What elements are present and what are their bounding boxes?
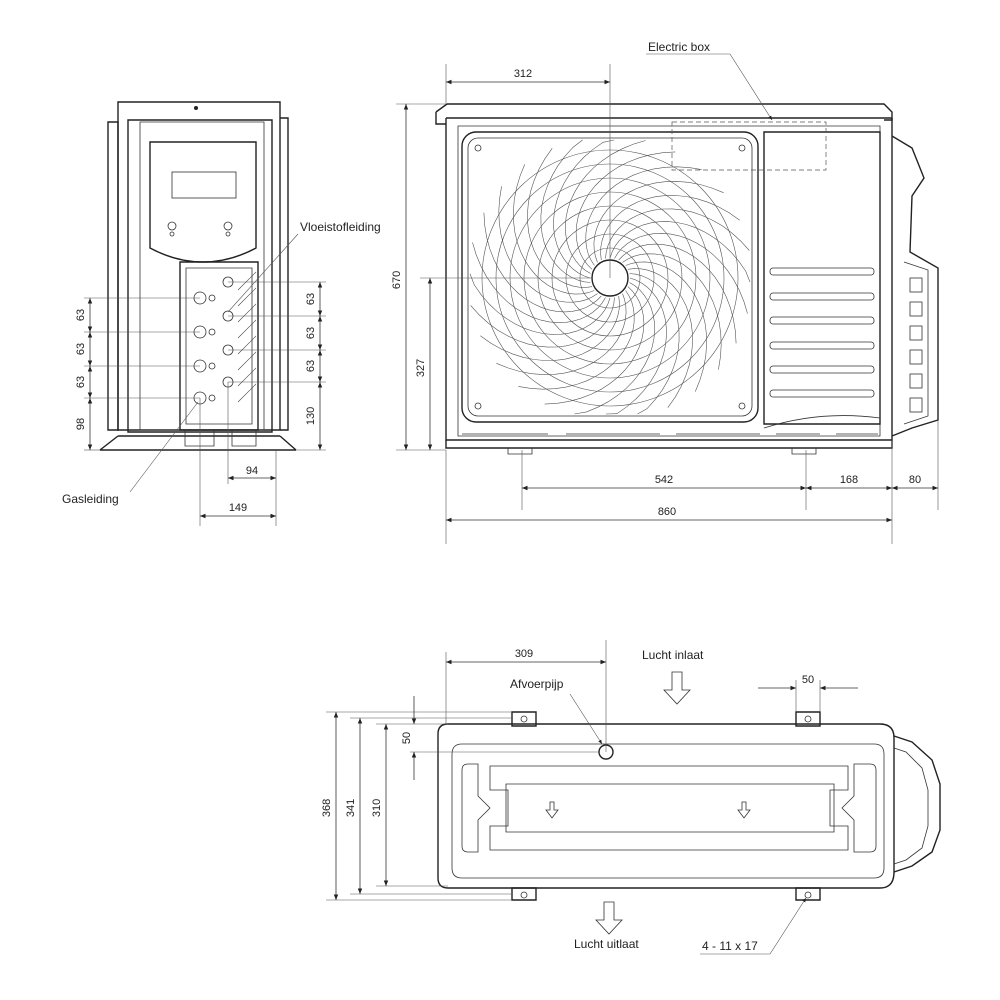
dim-368: 368 — [321, 799, 333, 817]
side-view: 63 63 63 98 63 63 63 130 — [62, 101, 381, 526]
mounting-feet — [511, 711, 821, 901]
label-afvoerpijp: Afvoerpijp — [510, 677, 564, 691]
dim-309: 309 — [515, 648, 533, 660]
dim-side-left-3: 63 — [75, 376, 87, 388]
side-bottom-dimensions: 94 149 — [199, 382, 277, 526]
label-lucht-inlaat: Lucht inlaat — [642, 648, 704, 662]
electric-box-outline — [671, 121, 827, 171]
dim-542: 542 — [655, 474, 673, 486]
label-lucht-uitlaat: Lucht uitlaat — [574, 937, 639, 951]
dim-80: 80 — [909, 474, 921, 486]
front-dimensions: 312 670 327 542 168 80 860 — [391, 64, 939, 544]
dim-side-149: 149 — [229, 502, 247, 514]
dim-327: 327 — [415, 359, 427, 377]
label-vloeistofleiding: Vloeistofleiding — [300, 220, 381, 234]
dim-side-left-4: 98 — [75, 418, 87, 430]
dim-860: 860 — [658, 506, 676, 518]
dim-side-right-3: 63 — [305, 360, 317, 372]
label-mount-holes: 4 - 11 x 17 — [702, 939, 758, 953]
dim-side-right-1: 63 — [305, 293, 317, 305]
dim-310: 310 — [371, 799, 383, 817]
dim-312: 312 — [514, 68, 532, 80]
front-valve-ports — [909, 277, 923, 413]
dim-side-left-1: 63 — [75, 309, 87, 321]
air-inlet-arrow — [663, 671, 691, 705]
dim-side-94: 94 — [246, 465, 258, 477]
dim-670: 670 — [391, 271, 403, 289]
vent-louvres — [769, 267, 875, 398]
front-view: 312 670 327 542 168 80 860 Electric — [391, 40, 939, 544]
label-electric-box: Electric box — [648, 40, 710, 54]
side-right-dimensions: 63 63 63 130 — [228, 281, 326, 451]
dim-side-right-4: 130 — [305, 407, 317, 425]
dim-50-side: 50 — [401, 732, 413, 744]
dim-341: 341 — [345, 799, 357, 817]
air-outlet-arrow — [595, 901, 623, 935]
dim-50-top: 50 — [802, 674, 814, 686]
dim-side-right-2: 63 — [305, 327, 317, 339]
side-left-dimensions: 63 63 63 98 — [75, 297, 200, 451]
dim-side-left-2: 63 — [75, 343, 87, 355]
label-gasleiding: Gasleiding — [62, 492, 119, 506]
service-valves — [193, 276, 234, 405]
top-view: 309 50 368 341 310 50 Lucht inlaat Af — [321, 640, 941, 955]
dim-168: 168 — [840, 474, 858, 486]
top-dimensions: 309 50 368 341 310 50 — [321, 640, 858, 901]
